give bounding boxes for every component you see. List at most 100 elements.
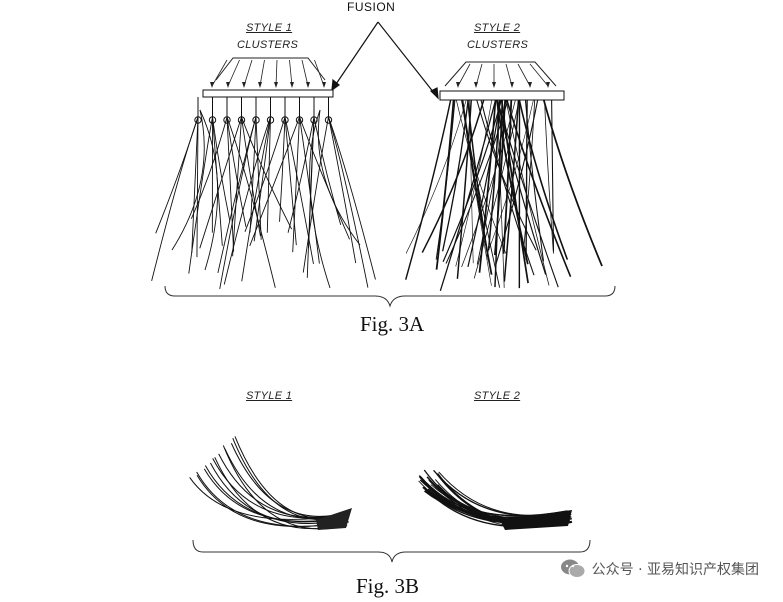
style2-hair-strand	[496, 99, 505, 288]
style1-hair-strand	[249, 97, 300, 247]
wechat-icon	[560, 559, 586, 578]
style1-fusion-bar	[202, 89, 334, 98]
style1-arrow-line	[243, 59, 253, 87]
style1-hair-strand	[292, 97, 300, 253]
style1-hair-strand	[287, 97, 315, 233]
style1-hair-strand	[244, 97, 286, 232]
style1-hair-strand	[328, 97, 357, 264]
style2-hair-strand	[476, 99, 507, 265]
style2-fusion-bar	[439, 90, 565, 101]
style1-hair-strand	[299, 97, 350, 240]
style1-lash-strand	[189, 477, 348, 520]
style2-curved-strands	[418, 469, 573, 530]
style2-arrow-line	[529, 63, 549, 87]
fusion-label: FUSION	[347, 0, 396, 14]
style2-hair-strand	[439, 99, 497, 292]
style1-arrowhead	[322, 82, 326, 88]
style1-curved-strands	[189, 436, 352, 530]
style1-hair-strand	[241, 97, 293, 230]
style2-hair-strand	[405, 99, 452, 280]
style2-arrowhead	[492, 82, 496, 88]
style1-hair-strand	[299, 97, 320, 264]
fig3a-style2-label: STYLE 2	[474, 22, 521, 34]
style1-hair-strand	[223, 97, 271, 285]
style2-hair-strand	[421, 99, 485, 253]
style1-funnel-outline	[215, 57, 326, 81]
style1-hair-strand	[155, 97, 199, 234]
style1-hair-strand	[151, 97, 199, 282]
style2-hair-strand	[435, 99, 455, 270]
style1-hair-strand	[188, 97, 213, 274]
style1-outer-strand	[171, 109, 205, 251]
style1-outer-strand	[199, 109, 219, 271]
style2-arrowhead	[528, 82, 532, 88]
style1-hair-clusters	[151, 57, 376, 290]
style1-hair-strand	[328, 97, 369, 288]
fig3b-style2-label: STYLE 2	[474, 390, 521, 402]
brace-3a	[164, 285, 616, 308]
style1-arrow-line	[314, 59, 325, 87]
fig3a-style1-sub: CLUSTERS	[237, 39, 299, 51]
style2-hair-strand	[461, 99, 493, 275]
style1-arrow-line	[227, 59, 240, 87]
style1-arrowhead	[242, 82, 246, 88]
style1-outer-strand	[317, 109, 361, 246]
style2-hair-strand	[544, 99, 554, 254]
style1-arrowhead	[258, 82, 262, 88]
style1-arrowhead	[306, 82, 310, 88]
fig3a-style2-sub: CLUSTERS	[467, 39, 529, 51]
style1-arrow-line	[301, 59, 309, 87]
style1-outer-strand	[309, 109, 331, 289]
style1-arrowhead	[226, 82, 230, 88]
style1-hair-strand	[241, 97, 261, 237]
style2-hair-strand	[518, 99, 569, 260]
style2-hair-strand	[461, 99, 516, 268]
style1-hair-strand	[190, 97, 228, 219]
watermark-text: 公众号 · 亚易知识产权集团	[591, 562, 759, 578]
style1-hair-strand	[328, 97, 376, 280]
fig3b-caption: Fig. 3B	[356, 574, 420, 598]
style2-arrowhead	[546, 82, 550, 88]
style1-hair-strand	[241, 97, 271, 282]
style1-arrowhead	[210, 82, 214, 88]
brace-3b	[192, 539, 591, 563]
style2-hair-strand	[455, 99, 493, 267]
style2-hair-strand	[522, 99, 536, 254]
style2-hair-strand	[405, 99, 467, 254]
style2-hair-strand	[506, 99, 572, 277]
style1-hair-strand	[284, 97, 297, 246]
style1-arrow-line	[275, 59, 278, 87]
style2-arrowhead	[510, 82, 514, 88]
style1-hair-strand	[226, 97, 235, 252]
fig3a-caption: Fig. 3A	[360, 312, 425, 336]
style1-arrowhead	[274, 82, 278, 88]
style2-hair-strand	[551, 99, 555, 252]
style2-arrowhead	[474, 82, 478, 88]
style1-arrow-line	[211, 59, 228, 87]
style2-hair-strand	[542, 99, 603, 267]
fusion-arrows	[331, 21, 439, 100]
style2-hair-strand	[505, 99, 550, 286]
style2-arrowhead	[456, 82, 460, 88]
style1-hair-strand	[191, 97, 199, 253]
style2-hair-strand	[525, 99, 528, 260]
watermark: 公众号 · 亚易知识产权集团	[560, 558, 759, 580]
fig3a-style1-label: STYLE 1	[246, 22, 293, 34]
style1-hair-strand	[217, 97, 257, 274]
style1-hair-strand	[302, 97, 329, 273]
style2-hair-strand	[467, 99, 501, 268]
style1-arrow-line	[289, 59, 293, 87]
style1-arrowhead	[290, 82, 294, 88]
style1-hair-strand	[313, 97, 342, 226]
style2-arrow-line	[457, 63, 471, 87]
style1-hair-strand	[226, 97, 247, 227]
style2-funnel-outline	[444, 61, 557, 87]
style1-hair-strand	[232, 97, 242, 257]
style1-arrow-line	[259, 59, 265, 87]
style2-arrow-line	[517, 63, 531, 87]
style2-hair-clusters	[405, 61, 603, 292]
style1-lash-strand	[234, 436, 346, 519]
fig3b-style1-label: STYLE 1	[246, 390, 293, 402]
style1-hair-strand	[226, 97, 276, 288]
